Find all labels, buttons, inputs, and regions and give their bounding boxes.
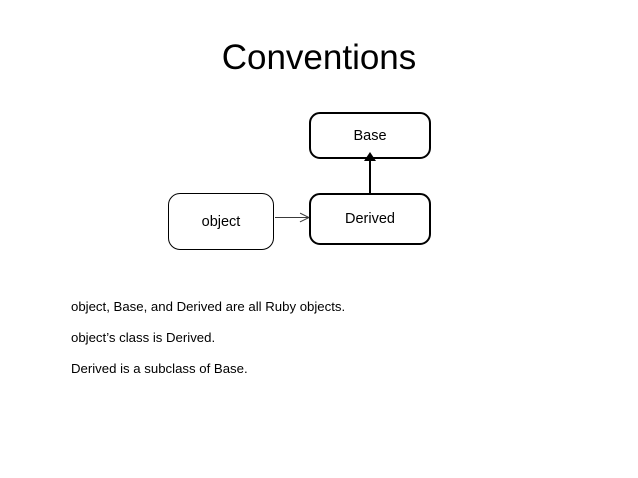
- body-line-2: object’s class is Derived.: [71, 330, 216, 345]
- instance-arrowhead-icon: [299, 212, 309, 223]
- diagram-node-base[interactable]: Base: [309, 112, 431, 159]
- diagram-node-base-label: Base: [353, 127, 387, 144]
- page-title: Conventions: [221, 38, 417, 77]
- body-line-1: object, Base, and Derived are all Ruby o…: [71, 299, 346, 314]
- instance-edge-line: [275, 217, 308, 219]
- diagram-node-object-label: object: [201, 213, 241, 230]
- diagram-node-derived-label: Derived: [345, 211, 395, 227]
- body-line-3: Derived is a subclass of Base.: [71, 361, 248, 376]
- diagram-node-object[interactable]: object: [168, 193, 274, 250]
- inheritance-edge-line: [369, 160, 371, 193]
- inheritance-arrowhead-icon: [364, 152, 376, 161]
- body-text-block: object, Base, and Derived are all Ruby o…: [71, 298, 551, 377]
- diagram-node-derived[interactable]: Derived: [309, 193, 431, 245]
